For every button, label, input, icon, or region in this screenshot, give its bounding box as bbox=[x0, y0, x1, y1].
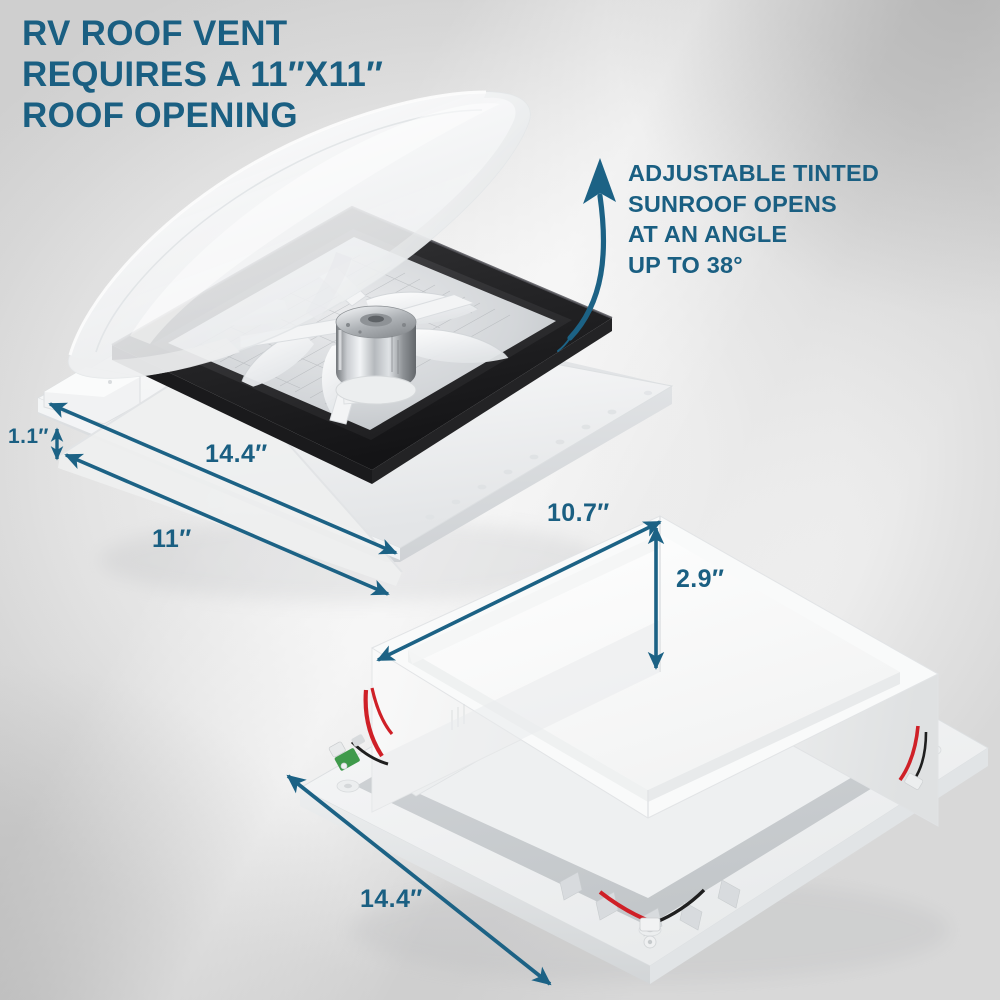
wire-connector bbox=[639, 917, 661, 932]
flange-screw-bosses bbox=[425, 409, 617, 520]
page-title: RV ROOF VENT REQUIRES A 11″x11″ ROOF OPE… bbox=[22, 14, 384, 135]
sunroof-callout-text: ADJUSTABLE TINTED SUNROOF OPENS AT AN AN… bbox=[628, 160, 880, 278]
dimension-label-throat-height: 2.9″ bbox=[676, 565, 725, 593]
tinted-sunroof-lid bbox=[68, 90, 531, 379]
dimension-label-roof-opening: 11″ bbox=[152, 525, 192, 553]
dimension-label-lid-height: 1.1″ bbox=[8, 425, 49, 448]
wire-harness bbox=[328, 687, 928, 949]
dimension-label-garnish-width: 14.4″ bbox=[360, 885, 423, 913]
dimension-label-throat-width: 10.7″ bbox=[547, 499, 610, 527]
chrome-motor-hub bbox=[335, 305, 417, 405]
dimension-label-upper-width: 14.4″ bbox=[205, 440, 268, 468]
